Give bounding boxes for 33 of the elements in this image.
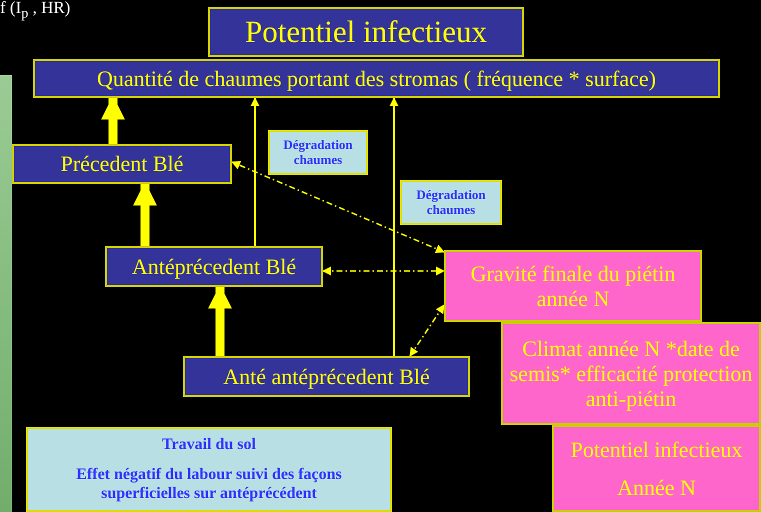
process-box bbox=[501, 322, 761, 425]
arrow bbox=[322, 266, 445, 276]
note-box bbox=[268, 130, 368, 175]
formula-label: f (I$_{p}$ , HR) bbox=[0, 0, 70, 22]
box-text: Climat année N *date de semis* efficacité protection anti-piétin bbox=[509, 336, 753, 412]
box-text: Effet négatif du labour suivi des façons superficielles sur antéprécédent bbox=[75, 466, 343, 504]
box-text: Gravité finale du piétin année N bbox=[470, 260, 676, 312]
process-box bbox=[33, 59, 720, 98]
arrow bbox=[133, 182, 157, 246]
arrow bbox=[390, 97, 398, 356]
box-text: Dégradation chaumes bbox=[415, 188, 487, 218]
process-box bbox=[208, 7, 524, 57]
box-text: Anté antéprécedent Blé bbox=[223, 364, 430, 390]
box-heading: Travail du sol bbox=[162, 436, 256, 454]
process-box bbox=[444, 250, 702, 322]
box-heading: Potentiel infectieux bbox=[570, 437, 742, 462]
box-text: Année N bbox=[617, 474, 696, 500]
box-text: Quantité de chaumes portant des stromas ( fréquence * surface) bbox=[97, 66, 656, 92]
arrow bbox=[101, 96, 125, 144]
process-box bbox=[183, 356, 470, 397]
arrow bbox=[231, 161, 445, 253]
arrow bbox=[208, 284, 232, 356]
process-box bbox=[12, 144, 232, 184]
arrow bbox=[409, 304, 445, 357]
box-text: Antéprécedent Blé bbox=[132, 254, 296, 280]
note-box bbox=[26, 427, 392, 512]
box-text: Précedent Blé bbox=[60, 151, 184, 177]
process-box bbox=[105, 246, 323, 287]
arrow bbox=[250, 97, 260, 246]
box-text: Dégradation chaumes bbox=[282, 138, 354, 168]
box-text: Potentiel infectieux bbox=[245, 14, 487, 50]
process-box bbox=[552, 425, 761, 512]
note-box bbox=[400, 180, 502, 225]
